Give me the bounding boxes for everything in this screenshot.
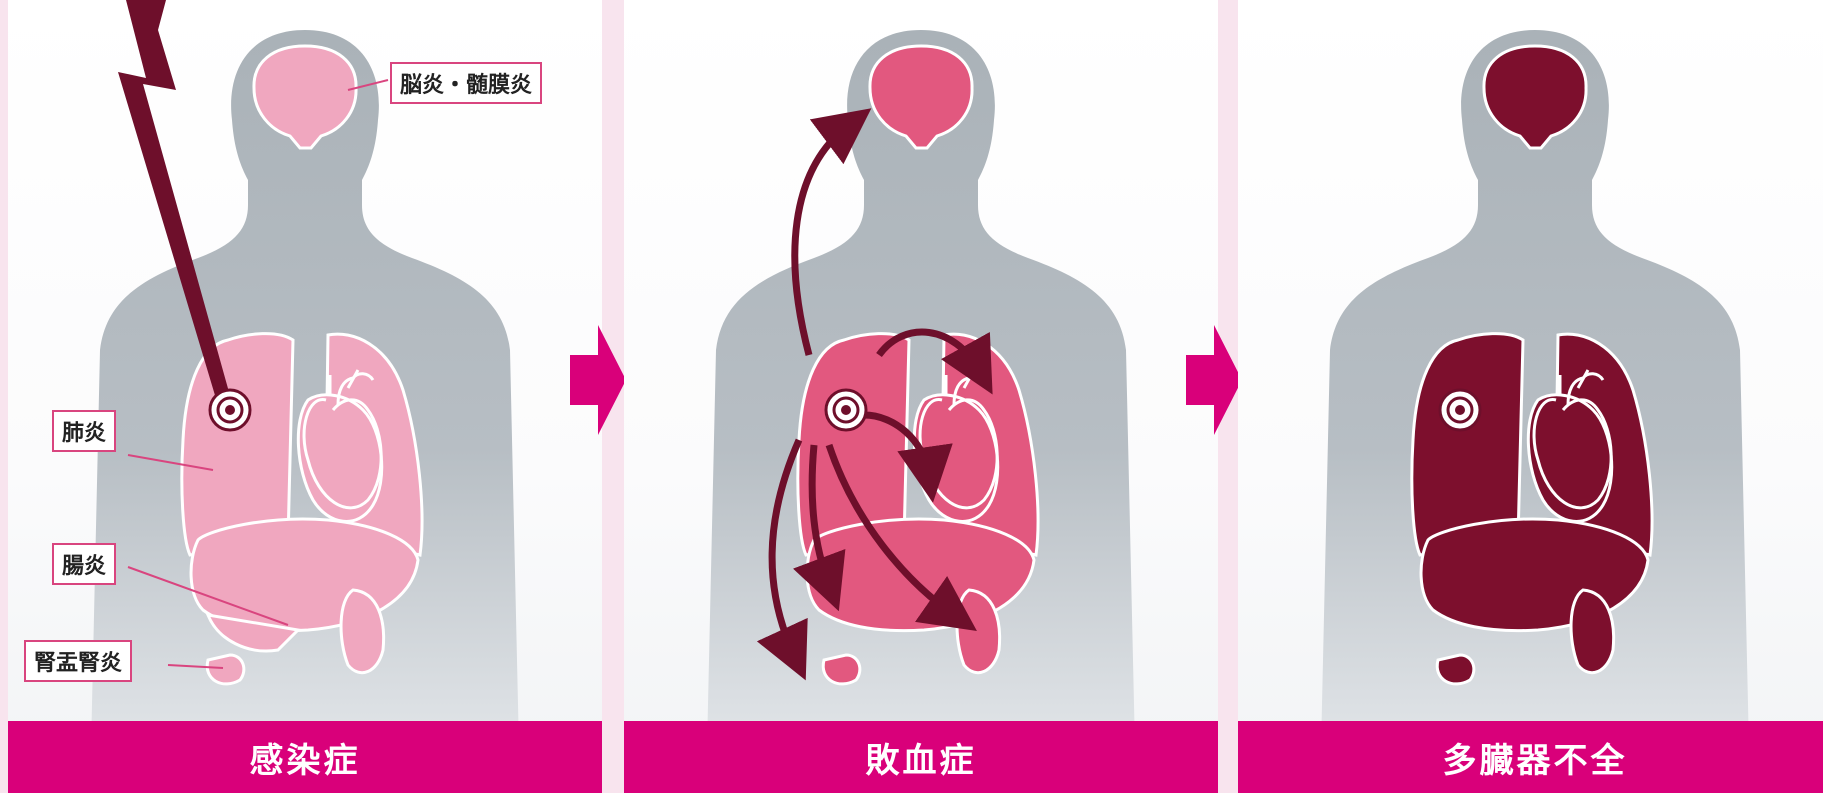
arrow-right-icon (1184, 315, 1244, 445)
panel-infection: 脳炎・髄膜炎 肺炎 腸炎 腎盂腎炎 感染症 (8, 0, 602, 793)
panel-title-multiorgan-failure: 多臓器不全 (1238, 721, 1823, 793)
body-silhouette (1238, 0, 1823, 793)
infection-target-icon (826, 390, 866, 430)
label-pneumonia: 肺炎 (52, 410, 116, 452)
panel-title-infection: 感染症 (8, 721, 602, 793)
body-silhouette (624, 0, 1218, 793)
panel-multiorgan-failure: 多臓器不全 (1238, 0, 1823, 793)
arrow-right-icon (568, 315, 628, 445)
label-pyelonephritis: 腎盂腎炎 (24, 640, 132, 682)
kidney (823, 655, 860, 684)
panel-sepsis: 敗血症 (624, 0, 1218, 793)
label-enteritis: 腸炎 (52, 543, 116, 585)
infection-target-icon (210, 390, 250, 430)
kidney (1437, 655, 1474, 684)
infection-target-icon (1440, 390, 1480, 430)
panel-title-sepsis: 敗血症 (624, 721, 1218, 793)
label-encephalitis: 脳炎・髄膜炎 (390, 62, 542, 104)
kidney (207, 655, 244, 684)
